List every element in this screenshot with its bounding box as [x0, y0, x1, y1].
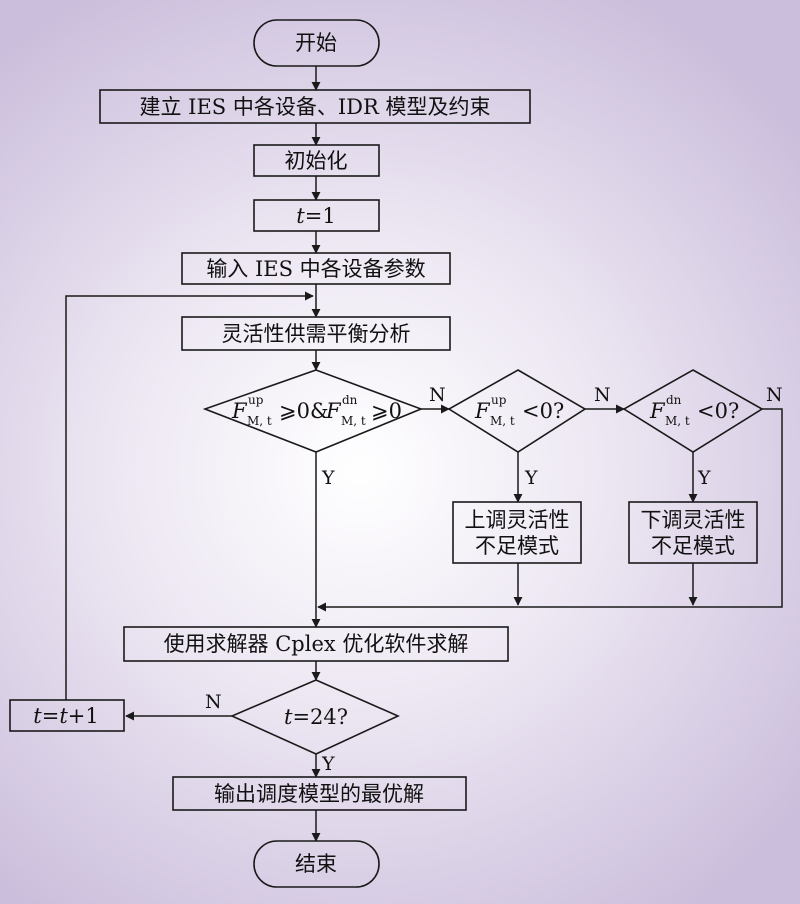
- balance-box: [181, 316, 451, 351]
- d1-f2-sup: dn: [342, 393, 358, 407]
- d3-f: F: [649, 399, 666, 423]
- balance-label: 灵活性供需平衡分析: [222, 322, 411, 346]
- end-terminal: [253, 840, 380, 888]
- init-label: 初始化: [285, 149, 348, 173]
- down-mode-box: [628, 501, 758, 564]
- label-y-d4: Y: [321, 753, 335, 775]
- d4-label: t=24?: [284, 705, 348, 729]
- decision-flex-balanced: [202, 369, 424, 453]
- label-n-d3: N: [766, 384, 783, 406]
- d2-sub: M, t: [490, 414, 515, 428]
- d3-sup: dn: [666, 393, 682, 407]
- inc-a: t: [33, 704, 42, 728]
- d4-var: t: [284, 705, 293, 729]
- input-params-label: 输入 IES 中各设备参数: [206, 257, 425, 281]
- d1-f2-sub: M, t: [341, 414, 366, 428]
- build-model-box: [99, 89, 531, 124]
- start-label: 开始: [295, 31, 337, 55]
- edge-d3-n-merge: [317, 408, 783, 612]
- d2-f: F: [474, 399, 491, 423]
- down-mode-line1: 下调灵活性: [641, 508, 746, 532]
- solver-box: [123, 626, 509, 662]
- label-n-d1: N: [429, 384, 446, 406]
- output-box: [172, 776, 467, 811]
- t-init-box: [253, 199, 380, 232]
- d1-f1-sup: up: [248, 393, 264, 407]
- d1-op1: ⩾0&: [279, 399, 329, 423]
- init-box: [253, 144, 380, 177]
- label-y-d2: Y: [524, 467, 538, 489]
- down-mode-line2: 不足模式: [651, 534, 735, 558]
- increment-box: [9, 699, 125, 732]
- up-mode-line1: 上调灵活性: [465, 508, 570, 532]
- decision-up-shortage: [447, 369, 587, 453]
- up-mode-line2: 不足模式: [475, 534, 559, 558]
- decision-t-24: [230, 679, 400, 755]
- t-init-var: t: [296, 204, 305, 228]
- inc-d: +1: [68, 704, 99, 728]
- inc-b: =: [42, 704, 60, 728]
- increment-label: t=t+1: [33, 704, 98, 728]
- d1-f1-sub: M, t: [247, 414, 272, 428]
- d4-rest: =24?: [292, 705, 348, 729]
- d2-op: <0?: [522, 399, 564, 423]
- start-terminal: [253, 19, 380, 67]
- d1-f1: F: [231, 399, 248, 423]
- d1-f2: F: [325, 399, 342, 423]
- t-init-rest: =1: [305, 204, 336, 228]
- edge-increment-loop: [65, 291, 314, 700]
- label-n-d4: N: [205, 691, 222, 713]
- label-y-d3: Y: [697, 467, 711, 489]
- up-mode-box: [452, 501, 582, 564]
- output-label: 输出调度模型的最优解: [214, 782, 424, 806]
- label-n-d2: N: [594, 384, 611, 406]
- solver-label: 使用求解器 Cplex 优化软件求解: [164, 632, 469, 656]
- inc-c: t: [59, 704, 68, 728]
- decision-down-shortage: [622, 369, 764, 453]
- d3-op: <0?: [697, 399, 739, 423]
- end-label: 结束: [295, 852, 337, 876]
- label-y-d1: Y: [321, 467, 335, 489]
- input-params-box: [181, 252, 451, 285]
- t-init-label: t=1: [296, 204, 335, 228]
- d2-sup: up: [491, 393, 507, 407]
- build-model-label: 建立 IES 中各设备、IDR 模型及约束: [140, 95, 491, 119]
- d1-op2: ⩾0: [371, 399, 402, 423]
- d3-sub: M, t: [665, 414, 690, 428]
